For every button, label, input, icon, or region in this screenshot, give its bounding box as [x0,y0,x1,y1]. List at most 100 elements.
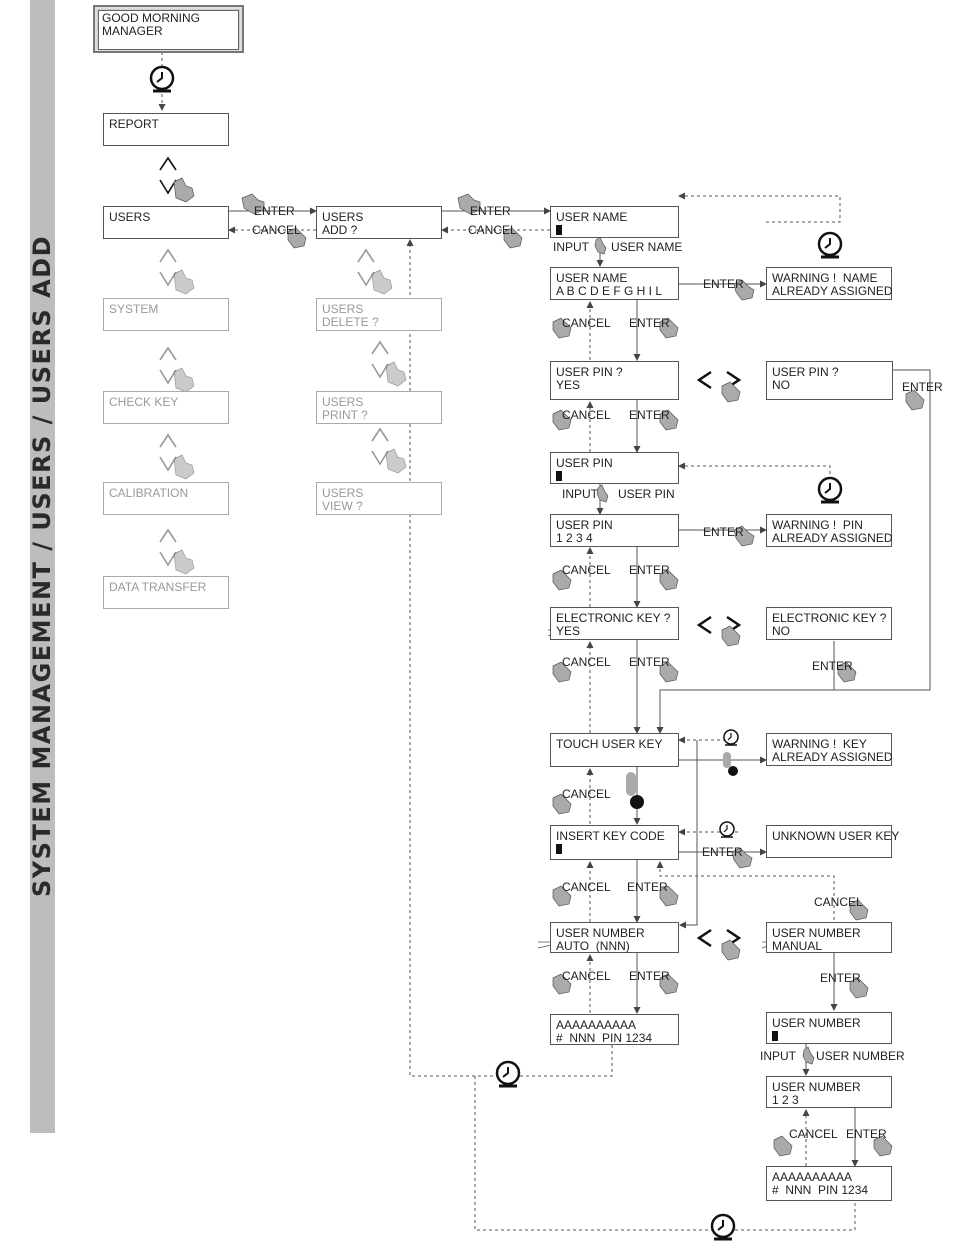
up-chevron-icon [159,248,177,263]
hand-pointer-icon [552,661,572,683]
key-fob-icons [626,752,738,809]
screen-ekey-no[interactable]: ELECTRONIC KEY ? NO [766,607,892,640]
greeting-text: GOOD MORNING MANAGER [98,10,239,50]
label-cancel: CANCEL [562,880,611,894]
up-chevron-icon [159,528,177,543]
label-cancel: CANCEL [468,223,517,237]
screen-text: USER PIN [556,456,613,470]
up-chevron-icon [159,156,177,171]
screen-number-auto[interactable]: USER NUMBER AUTO (NNN) [550,922,679,953]
hand-pointer-icon [837,661,857,683]
down-chevron-icon [357,271,375,287]
label-enter: ENTER [629,655,670,669]
menu-greeting: GOOD MORNING MANAGER [93,5,244,53]
screen-user-number: USER NUMBER [766,1012,892,1044]
hand-pointer-icon [721,939,741,961]
label-enter: ENTER [629,408,670,422]
hand-pointer-icon [721,625,741,647]
up-chevron-icon [159,346,177,361]
screen-user-name-value: USER NAME A B C D E F G H I L [550,267,679,300]
label-cancel: CANCEL [252,223,301,237]
screen-insert-code: INSERT KEY CODE [550,825,679,860]
line-pin-no-enter [834,369,931,691]
label-enter: ENTER [627,880,668,894]
clock-icon [495,1060,521,1088]
clock-icon [719,821,735,838]
submenu-users-delete[interactable]: USERS DELETE ? [316,298,442,331]
screen-ekey-yes[interactable]: ELECTRONIC KEY ? YES [550,607,679,640]
left-arrow-icon [696,928,712,948]
menu-users[interactable]: USERS [103,206,229,239]
submenu-users-view[interactable]: USERS VIEW ? [316,482,442,515]
label-enter: ENTER [629,969,670,983]
screen-number-manual[interactable]: USER NUMBER MANUAL [766,922,892,953]
menu-report[interactable]: REPORT [103,113,229,146]
label-cancel: CANCEL [562,787,611,801]
down-chevron-icon [159,456,177,472]
hand-pointer-icon [659,409,679,431]
down-chevron-icon [159,271,177,287]
hand-pointer-icon [731,847,753,869]
cursor-block [556,844,562,854]
hand-pointer-icon [385,448,407,474]
hand-pointer-icon [241,193,265,215]
hand-pointer-icon [552,317,572,339]
down-chevron-icon [371,363,389,379]
menu-system[interactable]: SYSTEM [103,298,229,331]
hand-pointer-icon [552,409,572,431]
label-enter: ENTER [902,380,943,394]
hand-pointer-icon [659,569,679,591]
hand-pointer-icon [733,525,755,547]
cursor-block [772,1031,778,1041]
screen-user-number-value: USER NUMBER 1 2 3 [766,1076,892,1108]
screen-user-pin-yes[interactable]: USER PIN ? YES [550,361,679,400]
hand-pointer-icon [659,661,679,683]
down-chevron-icon [159,179,177,195]
hand-pointer-icon [173,177,195,203]
label-enter: ENTER [820,971,861,985]
hand-pointer-icon [173,549,195,575]
submenu-users-add[interactable]: USERS ADD ? [316,206,442,239]
hand-pointer-icon [457,193,481,215]
key-fob-icon [723,752,738,776]
hand-pointer-icon [659,885,679,907]
menu-calibration[interactable]: CALIBRATION [103,482,229,515]
dashed-manual-timeout [735,1202,856,1231]
blink-mark [537,941,675,953]
label-enter: ENTER [703,525,744,539]
hand-pointer-icon [849,977,869,999]
hand-pointer-icon [659,973,679,995]
dashed-manual-cancel [656,861,835,920]
chevron-icons [159,156,389,567]
label-input-user-name: USER NAME [611,240,683,254]
screen-text: INSERT KEY CODE [556,829,665,843]
hand-pointer-icon [552,973,572,995]
hand-pointer-icon [596,484,609,503]
hand-pointer-icon [173,269,195,295]
arrow-ekey-to-number [679,740,698,929]
hand-pointer-icon [287,227,307,249]
label-cancel: CANCEL [562,655,611,669]
hand-pointer-icon [802,1046,815,1065]
clock-icon [817,231,843,259]
screen-result-manual: AAAAAAAAAA # NNN PIN 1234 [766,1166,892,1201]
hand-pointer-icon [905,389,925,411]
menu-data-transfer[interactable]: DATA TRANSFER [103,576,229,609]
hand-pointer-icon [552,569,572,591]
submenu-users-print[interactable]: USERS PRINT ? [316,391,442,424]
sidebar-band [30,0,55,1133]
down-chevron-icon [371,450,389,466]
label-cancel: CANCEL [562,969,611,983]
screen-user-name: USER NAME [550,206,679,238]
dashed-timeout-to-add [406,239,475,1077]
screen-text: USER NAME [556,210,628,224]
label-enter: ENTER [812,659,853,673]
hand-pointer-icon [173,367,195,393]
screen-text: USER NUMBER [772,1016,861,1030]
label-enter: ENTER [629,316,670,330]
screen-user-pin-no[interactable]: USER PIN ? NO [766,361,893,400]
menu-check-key[interactable]: CHECK KEY [103,391,229,424]
label-enter: ENTER [254,204,295,218]
